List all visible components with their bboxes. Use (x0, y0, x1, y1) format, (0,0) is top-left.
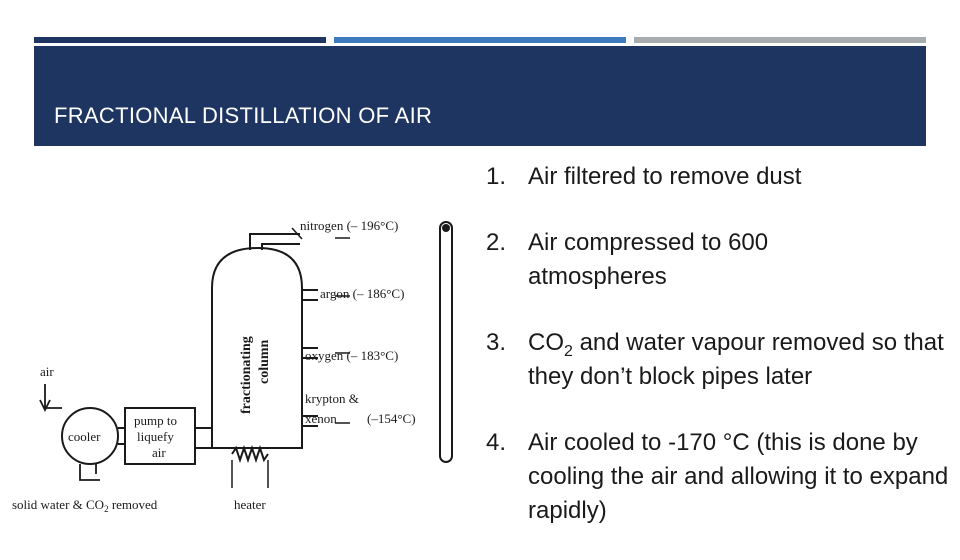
krypton-label: krypton & (305, 391, 359, 406)
solid-removed-label: solid water & CO2 removed (12, 497, 158, 514)
nitrogen-pipe (249, 233, 300, 250)
air-inlet (39, 384, 62, 413)
xenon-label: xenon (305, 411, 337, 426)
accent-bar-blue (334, 37, 626, 43)
step-number: 4. (486, 429, 507, 456)
oxygen-label: oxygen (– 183°C) (305, 348, 398, 363)
oxygen-pipe (302, 347, 318, 359)
heater-coil (231, 444, 269, 464)
step-text-subscript: 2 (564, 342, 573, 360)
pump-box (124, 407, 196, 465)
pump-label-2: liquefy (137, 429, 174, 444)
step-item: 3. CO2 and water vapour removed so that … (486, 326, 956, 394)
step-item: 1. Air filtered to remove dust (486, 160, 956, 194)
accent-bar-dark (34, 37, 326, 43)
cooler-label: cooler (68, 429, 101, 444)
step-number: 1. (486, 163, 507, 190)
step-text-pre: CO (528, 329, 564, 356)
accent-bar-grey (634, 37, 926, 43)
title-band: FRACTIONAL DISTILLATION OF AIR (34, 46, 926, 146)
step-number: 2. (486, 229, 507, 256)
krypton-pipe (302, 415, 318, 427)
argon-label: argon (– 186°C) (320, 286, 404, 301)
step-text-post: and water vapour removed so that they do… (528, 329, 944, 390)
step-text: Air filtered to remove dust (528, 163, 802, 190)
slide-title: FRACTIONAL DISTILLATION OF AIR (54, 103, 433, 128)
column-label-2: column (257, 339, 272, 384)
step-text: Air cooled to -170 °C (this is done by c… (528, 429, 949, 524)
xenon-temp-label: (–154°C) (367, 411, 416, 426)
step-item: 4. Air cooled to -170 °C (this is done b… (486, 426, 956, 528)
heater-label: heater (234, 497, 266, 512)
pump-label-1: pump to (134, 413, 177, 428)
step-text: Air compressed to 600 atmospheres (528, 229, 769, 290)
air-label: air (40, 364, 54, 379)
nitrogen-label: nitrogen (– 196°C) (300, 218, 398, 233)
thermometer (439, 221, 453, 463)
step-number: 3. (486, 329, 507, 356)
cooler (61, 407, 119, 465)
step-item: 2. Air compressed to 600 atmospheres (486, 226, 858, 294)
argon-pipe (302, 289, 318, 301)
steps-list: 1. Air filtered to remove dust 2. Air co… (486, 160, 956, 560)
fractional-distillation-diagram: nitrogen (– 196°C) argon (– 186°C) oxyge… (12, 218, 453, 514)
pump-label-3: air (152, 445, 166, 460)
fractionating-column-shape (211, 246, 303, 449)
column-label-1: fractionating (239, 336, 254, 414)
